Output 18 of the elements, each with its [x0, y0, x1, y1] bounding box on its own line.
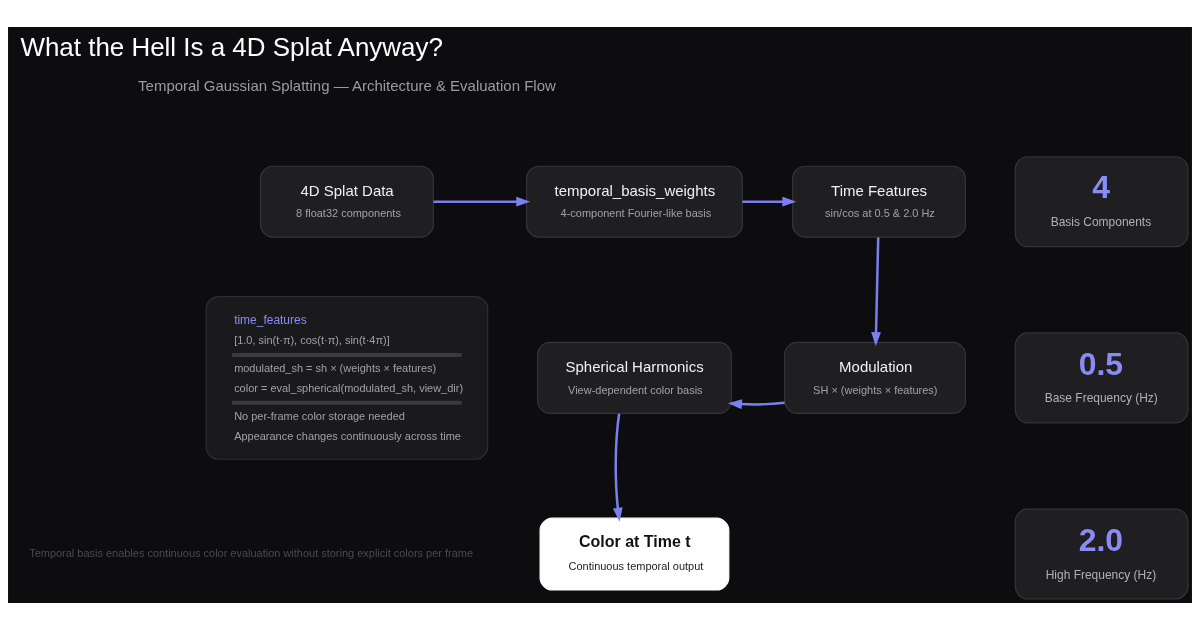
node-box: time_features [1.0, sin(t·π), cos(t·π), sin(t·4π)] modulated_sh = sh × (weights × features) color = eval_spherical(modulated_sh, view_dir) No per-frame color storage needed Appearance changes continuously across time — [205, 295, 489, 460]
node-box: Color at Time t Continuous temporal output — [539, 517, 730, 591]
arrow — [433, 196, 531, 207]
label: Temporal Gaussian Splatting — Architecture & Evaluation Flow — [138, 76, 556, 94]
diagram-title: What the Hell Is a 4D Splat Anyway? — [20, 32, 443, 61]
arrow — [727, 399, 785, 410]
caption: Temporal basis enables continuous color evaluation without storing explicit colors per frame — [29, 546, 474, 559]
node-box: Time Features sin/cos at 0.5 & 2.0 Hz — [792, 165, 966, 238]
node-box: 0.5 Base Frequency (Hz) — [1014, 332, 1189, 424]
arrow — [612, 413, 623, 522]
arrow — [742, 196, 797, 207]
node-box: Spherical Harmonics View-dependent color basis — [537, 341, 732, 414]
node-box: Modulation SH × (weights × features) — [784, 341, 966, 414]
node-box: 4 Basis Components — [1014, 156, 1189, 248]
node-box: 4D Splat Data 8 float32 components — [260, 165, 434, 238]
node-box: temporal_basis_weights 4-component Fourier-like basis — [526, 165, 743, 238]
arrow — [871, 237, 881, 347]
node-box: 2.0 High Frequency (Hz) — [1014, 508, 1189, 600]
